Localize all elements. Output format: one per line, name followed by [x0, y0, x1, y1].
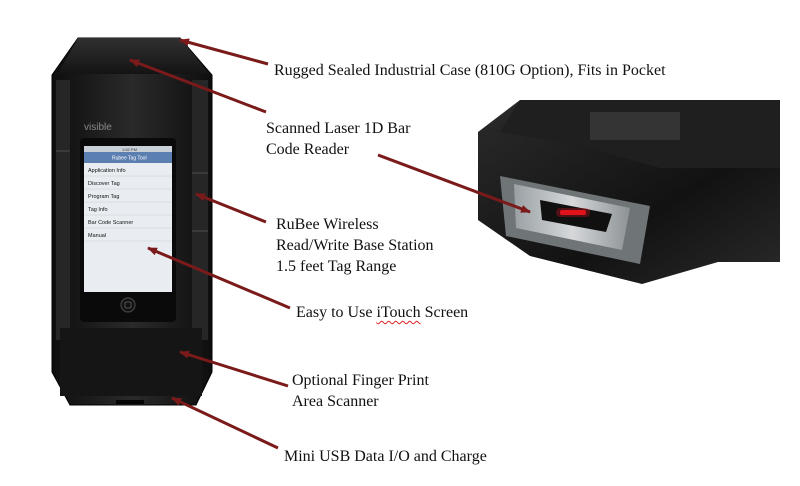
arrow-case [179, 38, 269, 66]
device-grip-right-1 [192, 172, 208, 174]
callout-text-emph: iTouch [376, 304, 421, 321]
screen-menu-item[interactable]: Application Info [88, 168, 126, 174]
callout-line: Optional Finger Print [292, 372, 429, 389]
arrow-scanner-closeup [377, 153, 531, 214]
touch-screen[interactable]: 1:52 PM Rubee Tag Tool Application Info … [84, 146, 172, 292]
scanner-lens [540, 200, 612, 232]
callout-arrows [129, 38, 531, 450]
device-top-cap [58, 38, 210, 74]
screen-status-bar [84, 146, 172, 152]
callout-line: Code Reader [266, 141, 350, 158]
home-button[interactable] [120, 297, 136, 313]
screen-status-time: 1:52 PM [122, 147, 137, 152]
handheld-device: visible 1:52 PM Rubee Tag Tool Applicati… [51, 37, 213, 406]
laser-glow [556, 208, 590, 217]
fingerprint-area [60, 328, 202, 396]
callout-case: Rugged Sealed Industrial Case (810G Opti… [274, 60, 666, 81]
laser-emitter [560, 210, 586, 215]
home-button-icon [124, 301, 132, 309]
callout-usb: Mini USB Data I/O and Charge [284, 446, 487, 467]
scanner-closeup [478, 100, 780, 284]
callout-text-pre: Easy to Use [296, 304, 377, 321]
arrow-usb [171, 396, 279, 450]
screen-menu-item[interactable]: Manual [88, 233, 106, 239]
device-side-rail-left [56, 80, 70, 340]
screen-menu-item[interactable]: Bar Code Scanner [88, 220, 133, 226]
callout-touchscreen: Easy to Use iTouch Screen [296, 302, 468, 323]
callout-scanner: Scanned Laser 1D Bar Code Reader [266, 118, 410, 160]
arrow-scanner-device [129, 58, 267, 114]
callout-line: Rugged Sealed Industrial Case (810G Opti… [274, 62, 666, 79]
screen-menu-item[interactable]: Program Tag [88, 194, 119, 200]
callout-text-post: Screen [420, 304, 469, 321]
arrow-wireless [195, 192, 267, 224]
arrow-touchscreen [147, 246, 291, 310]
closeup-screen-edge [590, 112, 680, 140]
screen-menu-item[interactable]: Discover Tag [88, 181, 120, 187]
callout-line: Read/Write Base Station [276, 237, 434, 254]
callout-line: Scanned Laser 1D Bar [266, 120, 411, 137]
device-brand-label: visible [84, 122, 112, 133]
arrow-fingerprint [179, 350, 289, 388]
usb-port [116, 400, 144, 404]
screen-menu-item[interactable]: Tag Info [88, 207, 108, 213]
screen-title: Rubee Tag Tool [112, 156, 147, 162]
screen-menu: Application Info Discover Tag Program Ta… [84, 168, 172, 242]
screen-background [84, 146, 172, 292]
callout-line: RuBee Wireless [276, 216, 379, 233]
device-grip-left-1 [56, 150, 70, 152]
device-side-rail-right [192, 80, 208, 340]
screen-header [84, 152, 172, 163]
callout-line: Area Scanner [292, 393, 379, 410]
callout-line: 1.5 feet Tag Range [276, 258, 397, 275]
callout-wireless: RuBee Wireless Read/Write Base Station 1… [276, 214, 434, 277]
callout-line: Mini USB Data I/O and Charge [284, 448, 487, 465]
callout-fingerprint: Optional Finger Print Area Scanner [292, 370, 429, 412]
device-grip-right-2 [192, 230, 208, 232]
